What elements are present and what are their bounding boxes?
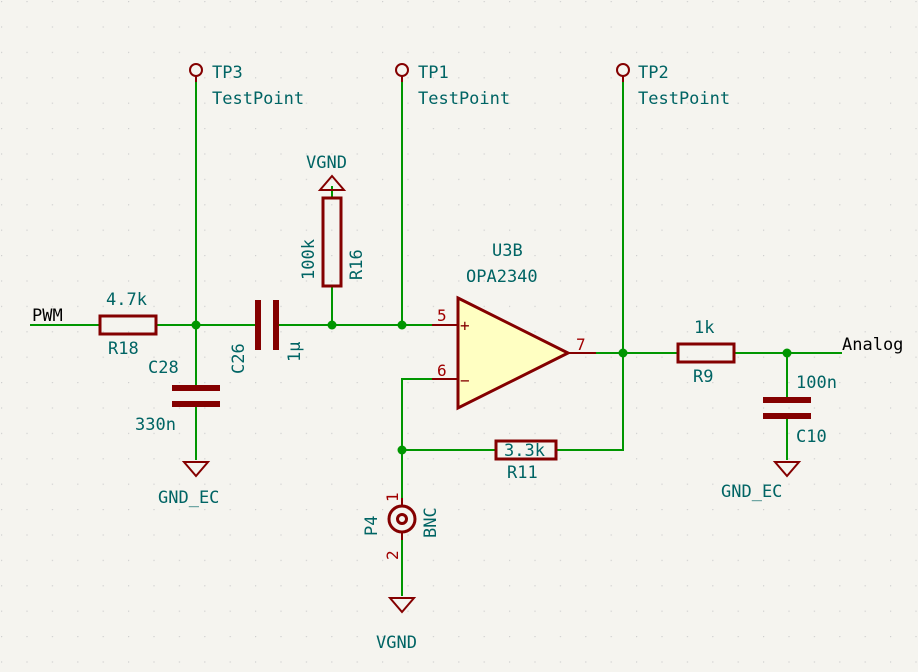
- net-label-analog[interactable]: Analog: [842, 335, 903, 355]
- power-gnd-ec-right[interactable]: GND_EC: [721, 461, 802, 502]
- component-value: 100n: [796, 373, 837, 393]
- test-point-ref: TP2: [638, 63, 669, 83]
- junction-dot: [618, 348, 628, 358]
- component-ref: C26: [229, 343, 249, 374]
- capacitor-c28[interactable]: C28 330n: [135, 357, 220, 435]
- resistor-body: [98, 314, 158, 336]
- wire-feedback[interactable]: [556, 82, 624, 451]
- bnc-outer-icon: [387, 504, 417, 534]
- junction-dot: [397, 320, 407, 330]
- net-label-pwm[interactable]: PWM: [32, 306, 63, 326]
- test-point-ref: TP3: [212, 63, 243, 83]
- power-label: GND_EC: [721, 482, 782, 502]
- power-label: VGND: [306, 153, 347, 173]
- junction-dot: [327, 320, 337, 330]
- component-value: 1µ: [285, 342, 305, 362]
- wire-inverting[interactable]: [401, 378, 432, 498]
- test-point-value: TestPoint: [212, 89, 304, 109]
- opamp-u3b[interactable]: + − 5 6 7 U3B OPA2340: [432, 241, 596, 411]
- component-value: 330n: [135, 415, 176, 435]
- test-point-ref: TP1: [418, 63, 449, 83]
- component-ref: C28: [148, 358, 179, 378]
- resistor-r11[interactable]: 3.3k R11: [494, 439, 558, 483]
- test-point-tp2[interactable]: TP2 TestPoint: [616, 63, 730, 109]
- component-ref: R18: [108, 339, 139, 359]
- component-ref: P4: [362, 516, 382, 536]
- component-ref: R11: [507, 463, 538, 483]
- resistor-r16[interactable]: 100k R16: [299, 196, 367, 288]
- resistor-body: [676, 342, 736, 364]
- power-label: VGND: [376, 633, 417, 653]
- component-value: BNC: [421, 507, 441, 538]
- resistor-body: [494, 439, 558, 461]
- junction-dot: [782, 348, 792, 358]
- component-ref: U3B: [492, 241, 523, 261]
- component-ref: R16: [347, 249, 367, 280]
- opamp-pin-number: 6: [437, 361, 447, 380]
- opamp-pin-number: 7: [576, 335, 586, 354]
- component-ref: C10: [796, 427, 827, 447]
- component-value: 1k: [694, 318, 714, 338]
- ground-icon: [181, 461, 211, 478]
- ground-icon: [387, 597, 417, 614]
- opamp-minus-sign: −: [460, 371, 470, 390]
- power-vgnd-top[interactable]: VGND: [306, 153, 347, 191]
- capacitor-c10[interactable]: 100n C10: [763, 373, 837, 447]
- component-value: 100k: [299, 239, 319, 280]
- connector-pin-number: 1: [383, 492, 402, 502]
- connector-p4[interactable]: 1 2 P4 BNC: [362, 492, 441, 560]
- junctions: [191, 320, 792, 455]
- junction-dot: [397, 445, 407, 455]
- junction-dot: [191, 320, 201, 330]
- component-value: OPA2340: [466, 267, 538, 287]
- test-point-tp1[interactable]: TP1 TestPoint: [395, 63, 510, 109]
- test-point-icon: [395, 63, 409, 77]
- resistor-body: [321, 196, 343, 288]
- power-vgnd-bottom[interactable]: VGND: [376, 597, 417, 653]
- capacitor-c26[interactable]: C26 1µ: [229, 300, 305, 374]
- bnc-inner-icon: [396, 513, 408, 525]
- test-point-value: TestPoint: [638, 89, 730, 109]
- power-gnd-ec-left[interactable]: GND_EC: [158, 461, 219, 508]
- component-ref: R9: [693, 367, 713, 387]
- ground-icon: [772, 461, 802, 478]
- opamp-pin-number: 5: [437, 306, 447, 325]
- connector-pin-number: 2: [383, 550, 402, 560]
- wires: [30, 82, 842, 596]
- opamp-plus-sign: +: [460, 316, 470, 335]
- component-value: 4.7k: [106, 290, 147, 310]
- resistor-r18[interactable]: 4.7k R18: [98, 290, 158, 359]
- test-point-icon: [616, 63, 630, 77]
- test-point-icon: [189, 63, 203, 77]
- test-point-tp3[interactable]: TP3 TestPoint: [189, 63, 304, 109]
- component-value: 3.3k: [504, 441, 545, 461]
- power-label: GND_EC: [158, 488, 219, 508]
- vgnd-arrow-icon: [317, 174, 347, 191]
- opamp-triangle: [456, 295, 572, 411]
- test-point-value: TestPoint: [418, 89, 510, 109]
- resistor-r9[interactable]: 1k R9: [676, 318, 736, 387]
